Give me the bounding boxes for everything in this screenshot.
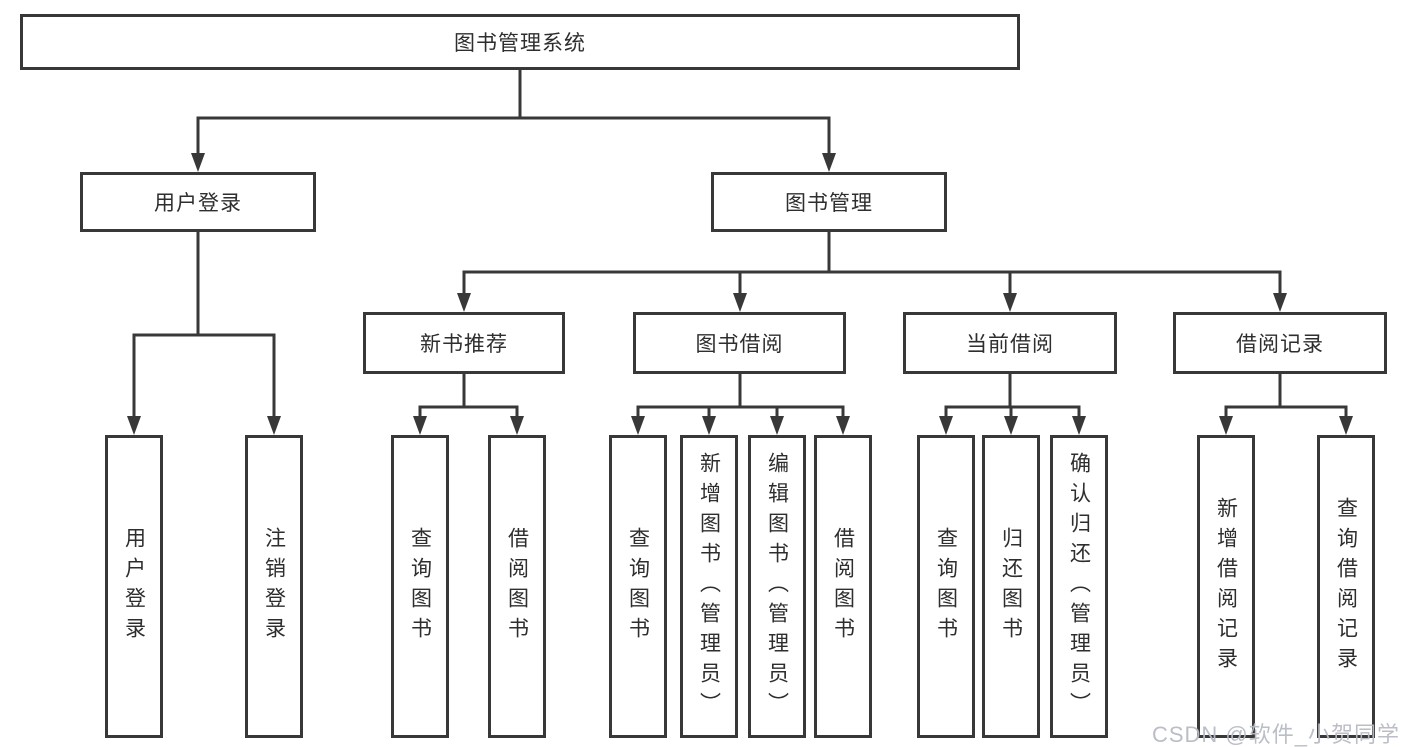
leaf-borrow-books-label: 借阅图书 xyxy=(831,526,855,647)
leaf-logout: 注销登录 xyxy=(245,435,303,738)
node-borrow-records: 借阅记录 xyxy=(1173,312,1387,374)
leaf-query-borrow-record-label: 查询借阅记录 xyxy=(1334,496,1358,677)
node-current-borrow-label: 当前借阅 xyxy=(966,333,1054,356)
leaf-return-books-label: 归还图书 xyxy=(999,526,1023,647)
leaf-user-login-label: 用户登录 xyxy=(122,526,146,647)
node-root-label: 图书管理系统 xyxy=(454,32,586,55)
leaf-edit-books-admin-label: 编辑图书（管理员） xyxy=(765,451,789,722)
leaf-confirm-return-admin: 确认归还（管理员） xyxy=(1050,435,1108,738)
node-user-login-label: 用户登录 xyxy=(154,192,242,215)
leaf-query-books-current: 查询图书 xyxy=(917,435,975,738)
node-new-book-recommend: 新书推荐 xyxy=(363,312,565,374)
leaf-user-login: 用户登录 xyxy=(105,435,163,738)
node-book-borrow: 图书借阅 xyxy=(633,312,846,374)
leaf-return-books: 归还图书 xyxy=(982,435,1040,738)
node-book-borrow-label: 图书借阅 xyxy=(695,333,784,356)
leaf-add-books-admin-label: 新增图书（管理员） xyxy=(697,451,721,722)
connector-lines xyxy=(132,70,1348,428)
leaf-borrow-books: 借阅图书 xyxy=(814,435,872,738)
watermark: CSDN @软件_小贺同学 xyxy=(1151,722,1400,747)
leaf-query-books-current-label: 查询图书 xyxy=(934,526,958,647)
leaf-logout-label: 注销登录 xyxy=(262,526,286,647)
node-book-management: 图书管理 xyxy=(711,172,947,232)
leaf-add-books-admin: 新增图书（管理员） xyxy=(680,435,738,738)
node-root: 图书管理系统 xyxy=(20,14,1020,70)
leaf-query-books-recommend-label: 查询图书 xyxy=(408,526,432,647)
leaf-query-books-recommend: 查询图书 xyxy=(391,435,449,738)
leaf-query-books-borrow-label: 查询图书 xyxy=(626,526,650,647)
leaf-confirm-return-admin-label: 确认归还（管理员） xyxy=(1067,451,1091,722)
leaf-add-borrow-record-label: 新增借阅记录 xyxy=(1214,496,1238,677)
arrowheads xyxy=(127,153,1353,435)
node-current-borrow: 当前借阅 xyxy=(903,312,1117,374)
leaf-borrow-books-recommend-label: 借阅图书 xyxy=(505,526,529,647)
leaf-query-borrow-record: 查询借阅记录 xyxy=(1317,435,1375,738)
leaf-query-books-borrow: 查询图书 xyxy=(609,435,667,738)
leaf-edit-books-admin: 编辑图书（管理员） xyxy=(748,435,806,738)
leaf-add-borrow-record: 新增借阅记录 xyxy=(1197,435,1255,738)
node-borrow-records-label: 借阅记录 xyxy=(1236,333,1324,356)
node-book-management-label: 图书管理 xyxy=(785,192,873,215)
node-user-login: 用户登录 xyxy=(80,172,316,232)
leaf-borrow-books-recommend: 借阅图书 xyxy=(488,435,546,738)
node-new-book-recommend-label: 新书推荐 xyxy=(420,333,508,356)
